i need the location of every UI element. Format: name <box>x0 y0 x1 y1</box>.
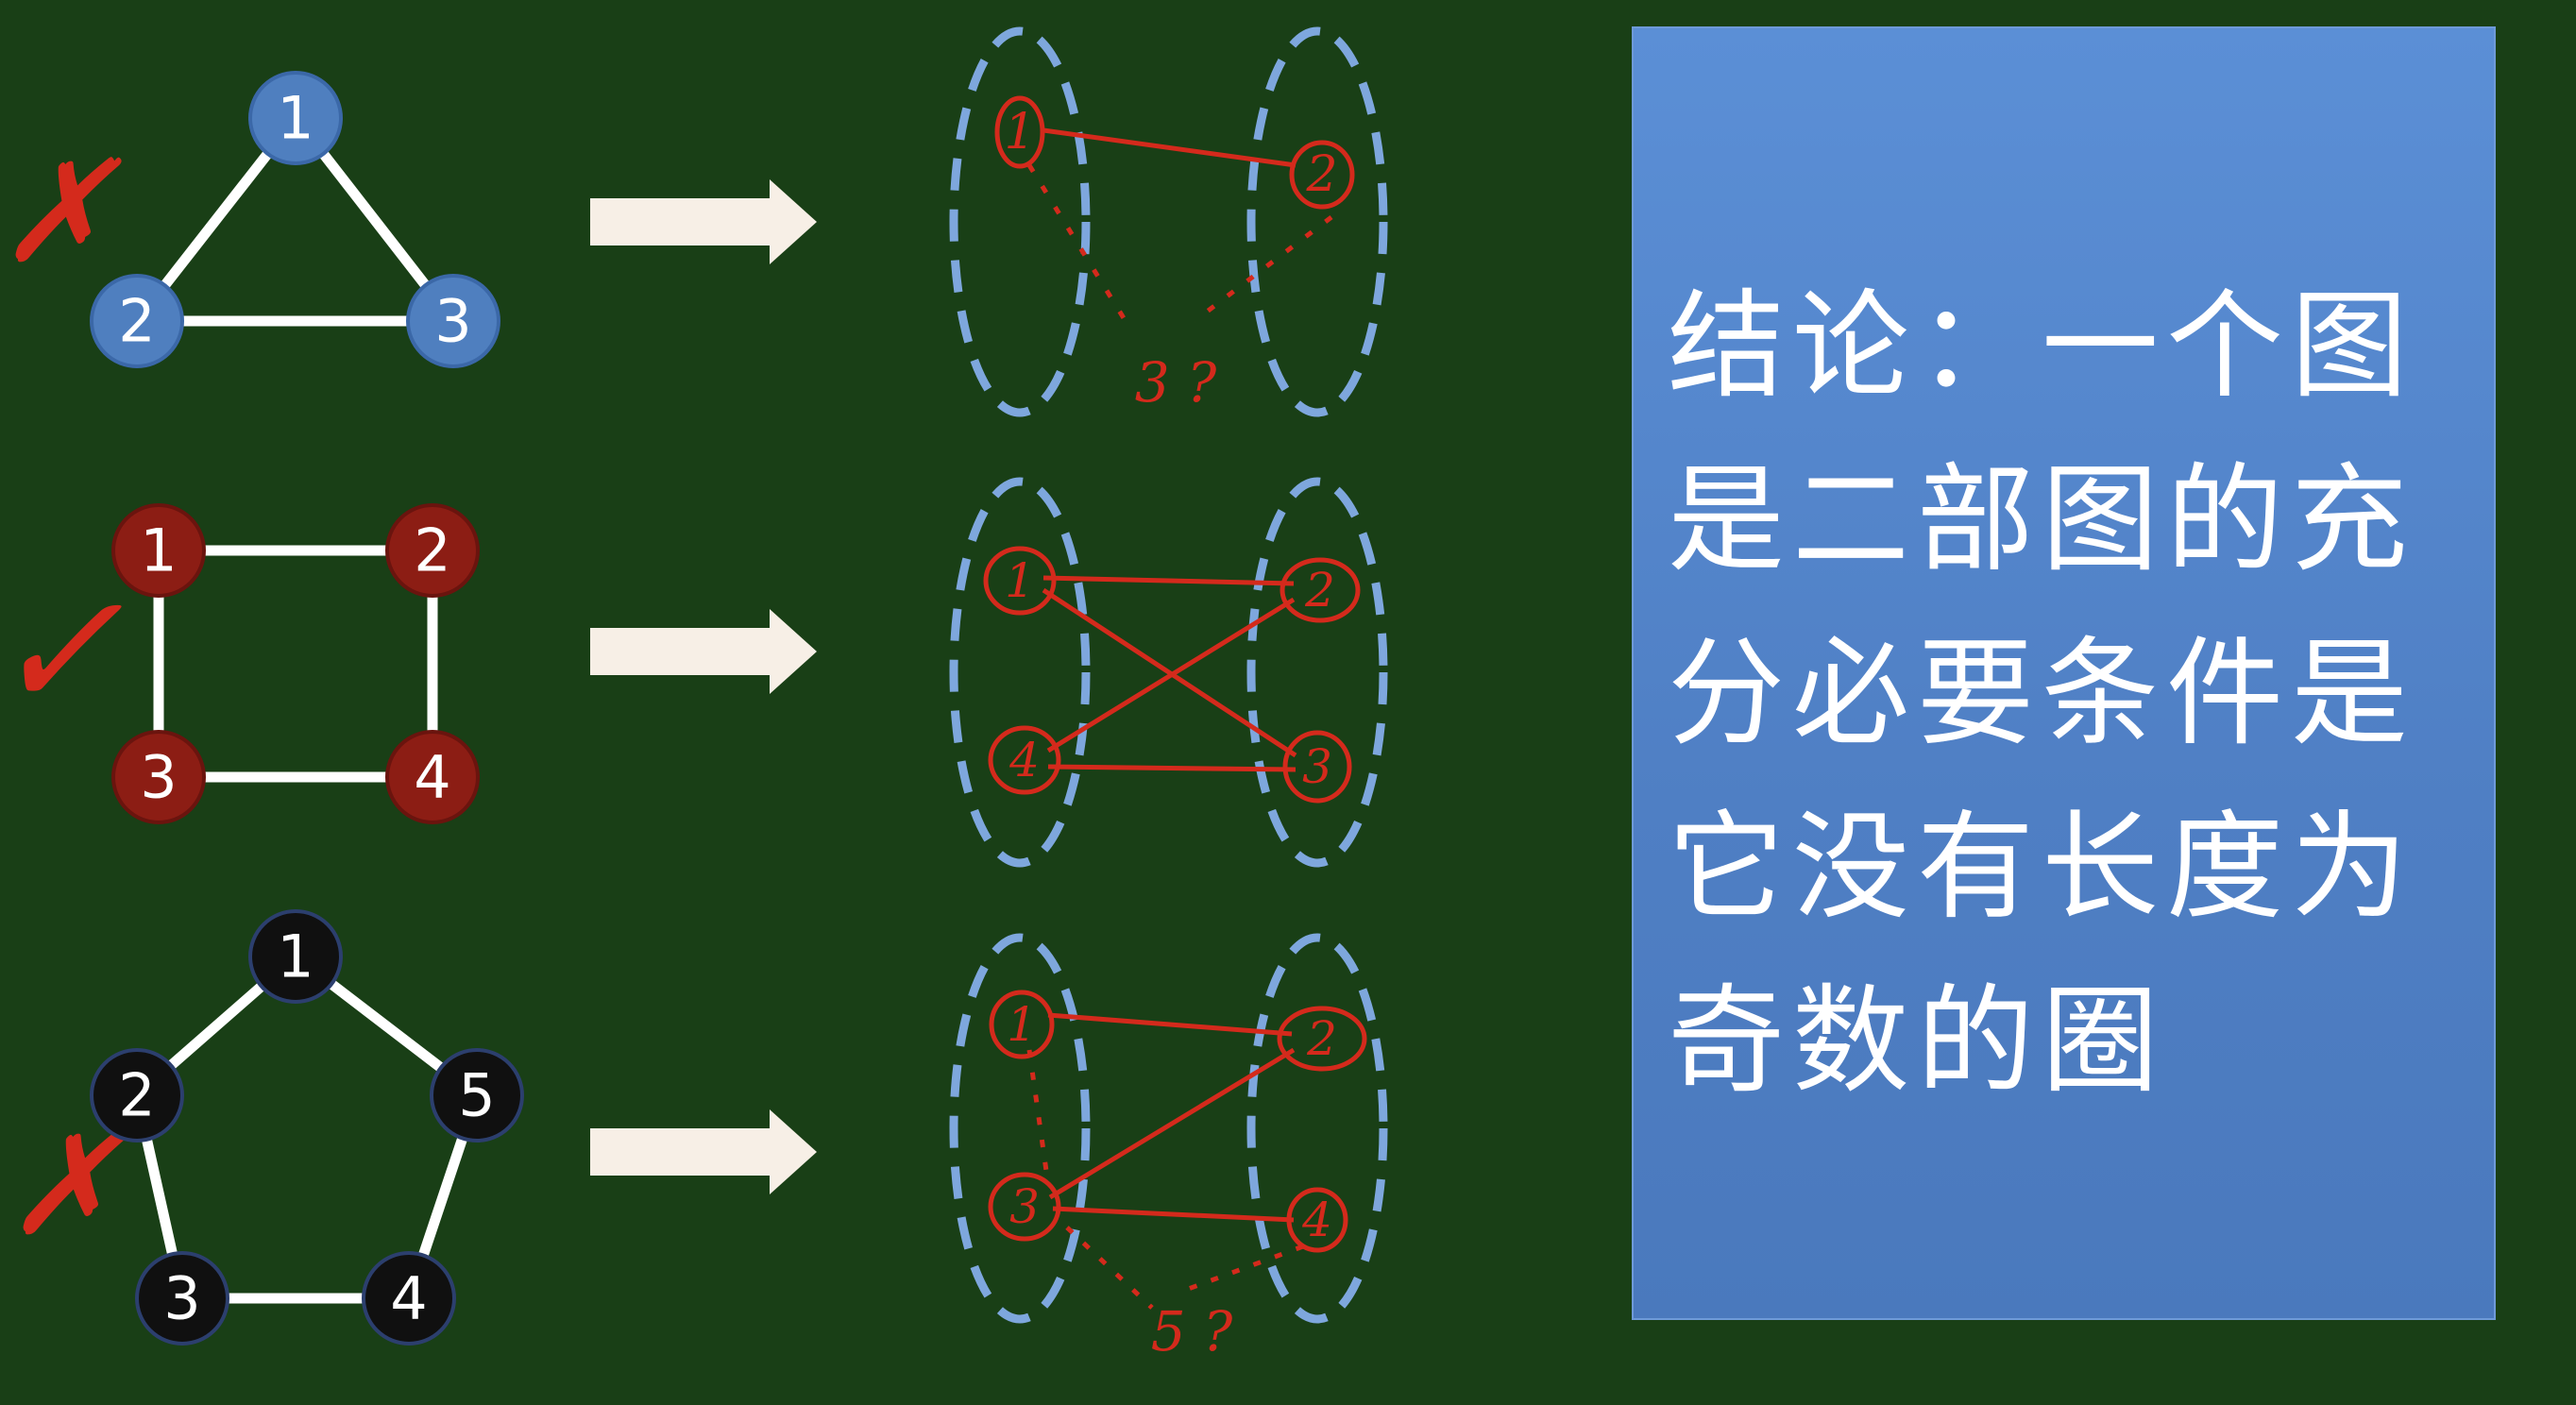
graph-node: 1 <box>248 909 343 1004</box>
graph-node: 5 <box>430 1048 524 1143</box>
graph-node: 3 <box>406 274 500 368</box>
arrow-right-icon <box>590 179 817 264</box>
sketch-edge <box>1048 1047 1296 1200</box>
sketch-node <box>1282 730 1352 804</box>
sketch-node-label: 4 <box>1301 1193 1332 1247</box>
graph-pentagon: ✗ 1 2 3 4 5 <box>5 909 524 1346</box>
graph-node: 4 <box>385 730 480 824</box>
bipartite-sketch-3 <box>988 990 1367 1310</box>
sketch-annotation: 3 ? <box>1135 350 1217 415</box>
sketch-edge-dashed <box>1193 215 1333 323</box>
sketch-edge <box>1042 587 1297 758</box>
graph-node: 2 <box>90 1048 184 1143</box>
sketch-node <box>1289 140 1355 210</box>
sketch-node-label: 3 <box>1009 1179 1040 1234</box>
node-label: 4 <box>414 743 450 812</box>
graph-node: 3 <box>111 730 206 824</box>
graph-node: 1 <box>248 71 343 165</box>
sketch-edge-dashed <box>1026 163 1131 328</box>
sketch-edge <box>1042 575 1295 586</box>
sketch-node <box>1280 557 1361 623</box>
graph-node: 1 <box>111 503 206 598</box>
node-label: 5 <box>458 1061 495 1130</box>
partition-ellipse <box>949 26 1091 417</box>
sketch-node <box>1277 1006 1367 1072</box>
conclusion-text: 结论：一个图是二部图的充分必要条件是它没有长度为奇数的圈 <box>1668 279 2416 1109</box>
sketch-node <box>988 1172 1061 1242</box>
sketch-node-label: 2 <box>1306 1011 1337 1066</box>
verdict-mark-2: ✓ <box>0 558 124 745</box>
node-label: 1 <box>140 516 177 585</box>
graph-node: 2 <box>385 503 480 598</box>
node-label: 4 <box>390 1264 427 1333</box>
node-label: 1 <box>277 84 314 153</box>
node-label: 2 <box>414 516 450 585</box>
node-label: 3 <box>434 287 471 356</box>
arrow-right-icon <box>590 609 817 694</box>
graph-node: 2 <box>90 274 184 368</box>
sketch-edge-dashed <box>1065 1226 1154 1310</box>
partition-ellipse <box>949 477 1091 868</box>
sketch-node-label: 2 <box>1304 563 1335 618</box>
partition-ellipse <box>949 933 1091 1324</box>
node-label: 3 <box>140 743 177 812</box>
sketch-edge <box>1042 127 1296 168</box>
sketch-node-label: 1 <box>1004 104 1035 161</box>
sketch-edge-dashed <box>1026 1049 1049 1172</box>
node-label: 2 <box>118 1061 155 1130</box>
graph-node: 4 <box>362 1251 456 1346</box>
sketch-edge <box>1047 764 1296 772</box>
node-label: 3 <box>163 1264 200 1333</box>
node-label: 2 <box>118 287 155 356</box>
sketch-node-label: 1 <box>1005 553 1035 608</box>
graph-triangle: ✗ 1 2 3 <box>0 71 500 368</box>
sketch-node-label: 1 <box>1007 997 1037 1052</box>
graph-square: ✓ 1 2 3 4 <box>0 503 480 824</box>
sketch-edge <box>1046 597 1296 753</box>
sketch-edge <box>1052 1206 1295 1223</box>
sketch-edge <box>1047 1012 1293 1037</box>
conclusion-panel: 结论：一个图是二部图的充分必要条件是它没有长度为奇数的圈 <box>1632 26 2496 1320</box>
verdict-mark-1: ✗ <box>0 130 122 295</box>
arrow-right-icon <box>590 1109 817 1194</box>
bipartite-sketch-2 <box>983 546 1361 804</box>
bipartite-sketch-1 <box>994 95 1355 328</box>
sketch-annotation: 5 ? <box>1151 1299 1233 1363</box>
graph-node: 3 <box>135 1251 229 1346</box>
node-label: 1 <box>277 923 314 991</box>
partition-ellipse <box>1246 26 1388 417</box>
sketch-node <box>1286 1187 1348 1253</box>
sketch-node-label: 4 <box>1008 733 1040 787</box>
sketch-node-label: 3 <box>1302 739 1332 794</box>
sketch-node <box>989 990 1055 1059</box>
sketch-node <box>994 95 1045 169</box>
partition-ellipse <box>1246 477 1388 868</box>
sketch-node <box>988 725 1061 795</box>
sketch-node <box>983 546 1057 616</box>
partition-ellipse <box>1246 933 1388 1324</box>
sketch-node-label: 2 <box>1305 146 1337 203</box>
